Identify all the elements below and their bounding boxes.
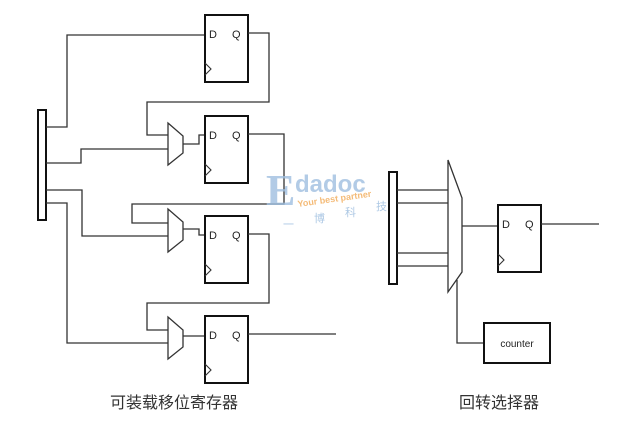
ff2-q-label: Q [232, 130, 241, 142]
ff3-body [204, 215, 249, 284]
bus-tap-4-wire [46, 202, 168, 344]
parallel-load-bus [37, 109, 47, 221]
mux-2 [167, 121, 184, 167]
watermark-logo-letter: E [266, 166, 295, 215]
ff4-q-label: Q [232, 330, 241, 342]
selector-ff-clock-icon [497, 253, 505, 267]
flip-flop-3: D Q [204, 215, 249, 284]
ff3-q-label: Q [232, 230, 241, 242]
ff4-clock-icon [204, 363, 212, 377]
mux-3 [167, 207, 184, 254]
bus-tap-2-wire [46, 148, 168, 164]
mux-4 [167, 315, 184, 361]
selector-ff-d-label: D [502, 219, 510, 231]
rotating-selector-caption: 回转选择器 [459, 393, 539, 412]
counter-block [483, 322, 551, 364]
shift-register-caption: 可装载移位寄存器 [110, 393, 238, 412]
watermark-brand-tail: dadoc [295, 171, 366, 198]
ff1-q-label: Q [232, 29, 241, 41]
ff2-q-to-mux3-wire [131, 133, 285, 224]
selector-input-bus [388, 171, 398, 285]
counter-select-wire [456, 280, 484, 344]
ff2-d-label: D [209, 130, 217, 142]
rotating-selector: D Q counter 回转选择器 [388, 159, 599, 412]
selector-flip-flop: D Q [497, 204, 542, 273]
watermark-cn-2: 博 [314, 212, 325, 225]
ff1-clock-icon [204, 62, 212, 76]
ff3-clock-icon [204, 263, 212, 277]
mux3-to-ff3-wire [183, 228, 205, 236]
loadable-shift-register: D Q D Q D Q D [37, 14, 336, 412]
watermark-cn-1: 一 [283, 218, 294, 231]
ff3-q-to-mux4-wire [146, 233, 270, 331]
flip-flop-1: D Q [204, 14, 249, 83]
selector-ff-q-label: Q [525, 219, 534, 231]
ff1-q-to-mux2-wire [146, 32, 270, 136]
flip-flop-4: D Q [204, 315, 249, 384]
ff1-body [204, 14, 249, 83]
ff1-d-label: D [209, 29, 217, 41]
ff2-clock-icon [204, 163, 212, 177]
watermark-cn-4: 技 [376, 200, 387, 213]
selector-ff-body [497, 204, 542, 273]
ff2-body [204, 115, 249, 184]
bus-tap-1-wire [46, 34, 205, 128]
watermark: E dadoc Your best partner 一 博 科 技 [266, 166, 387, 231]
selector-mux [447, 159, 463, 295]
mux2-to-ff2-wire [183, 134, 205, 145]
ff4-body [204, 315, 249, 384]
ff3-d-label: D [209, 230, 217, 242]
flip-flop-2: D Q [204, 115, 249, 184]
counter-label: counter [500, 339, 534, 350]
ff4-d-label: D [209, 330, 217, 342]
watermark-cn-3: 科 [345, 205, 356, 219]
bus-tap-3-wire [46, 189, 168, 237]
